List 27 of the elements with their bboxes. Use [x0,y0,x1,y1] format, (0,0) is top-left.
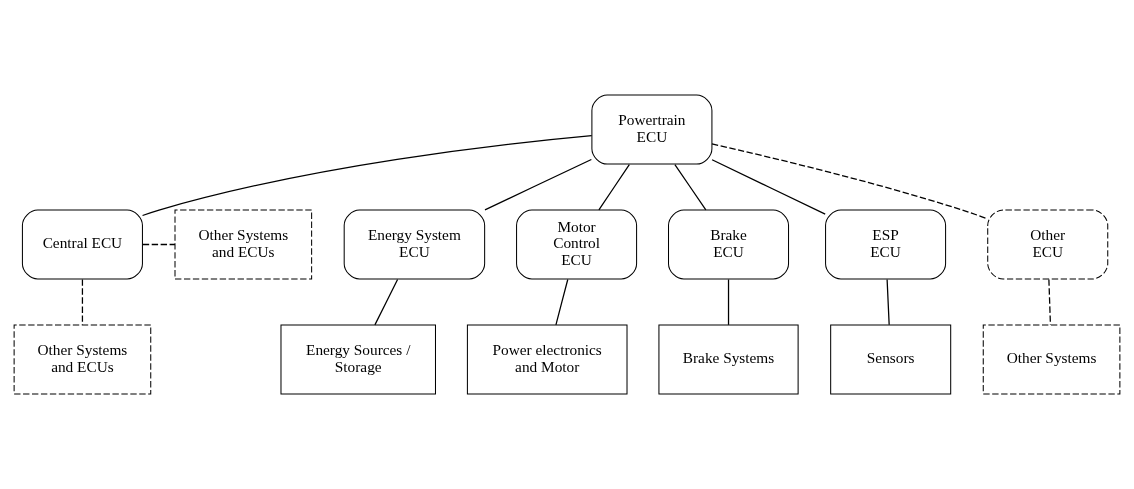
connector [727,278,730,326]
connector [886,278,890,326]
connector [81,278,84,326]
node-box: ESP ECU [825,209,947,280]
connector [711,159,826,215]
node-box: Other Systems and ECUs [13,324,152,395]
connector [555,278,569,326]
node-box: Other Systems [982,324,1121,395]
node-box: Brake ECU [668,209,790,280]
node-box: Power electronics and Motor [466,324,628,395]
node-box: Sensors [830,324,952,395]
connector [1048,278,1052,326]
connector [711,143,988,220]
node-box: Other Systems and ECUs [174,209,313,280]
node-box: Motor Control ECU [516,209,638,280]
node-box: Other ECU [987,209,1109,280]
node-box: Energy Sources / Storage [280,324,436,395]
connector [374,278,399,326]
node-box: Powertrain ECU [591,94,713,165]
connector [142,243,176,246]
node-box: Energy System ECU [343,209,486,280]
connector [674,163,707,211]
connector [141,135,593,217]
connector [598,163,630,211]
node-box: Brake Systems [658,324,799,395]
node-box: Central ECU [21,209,143,280]
connector [484,158,592,211]
